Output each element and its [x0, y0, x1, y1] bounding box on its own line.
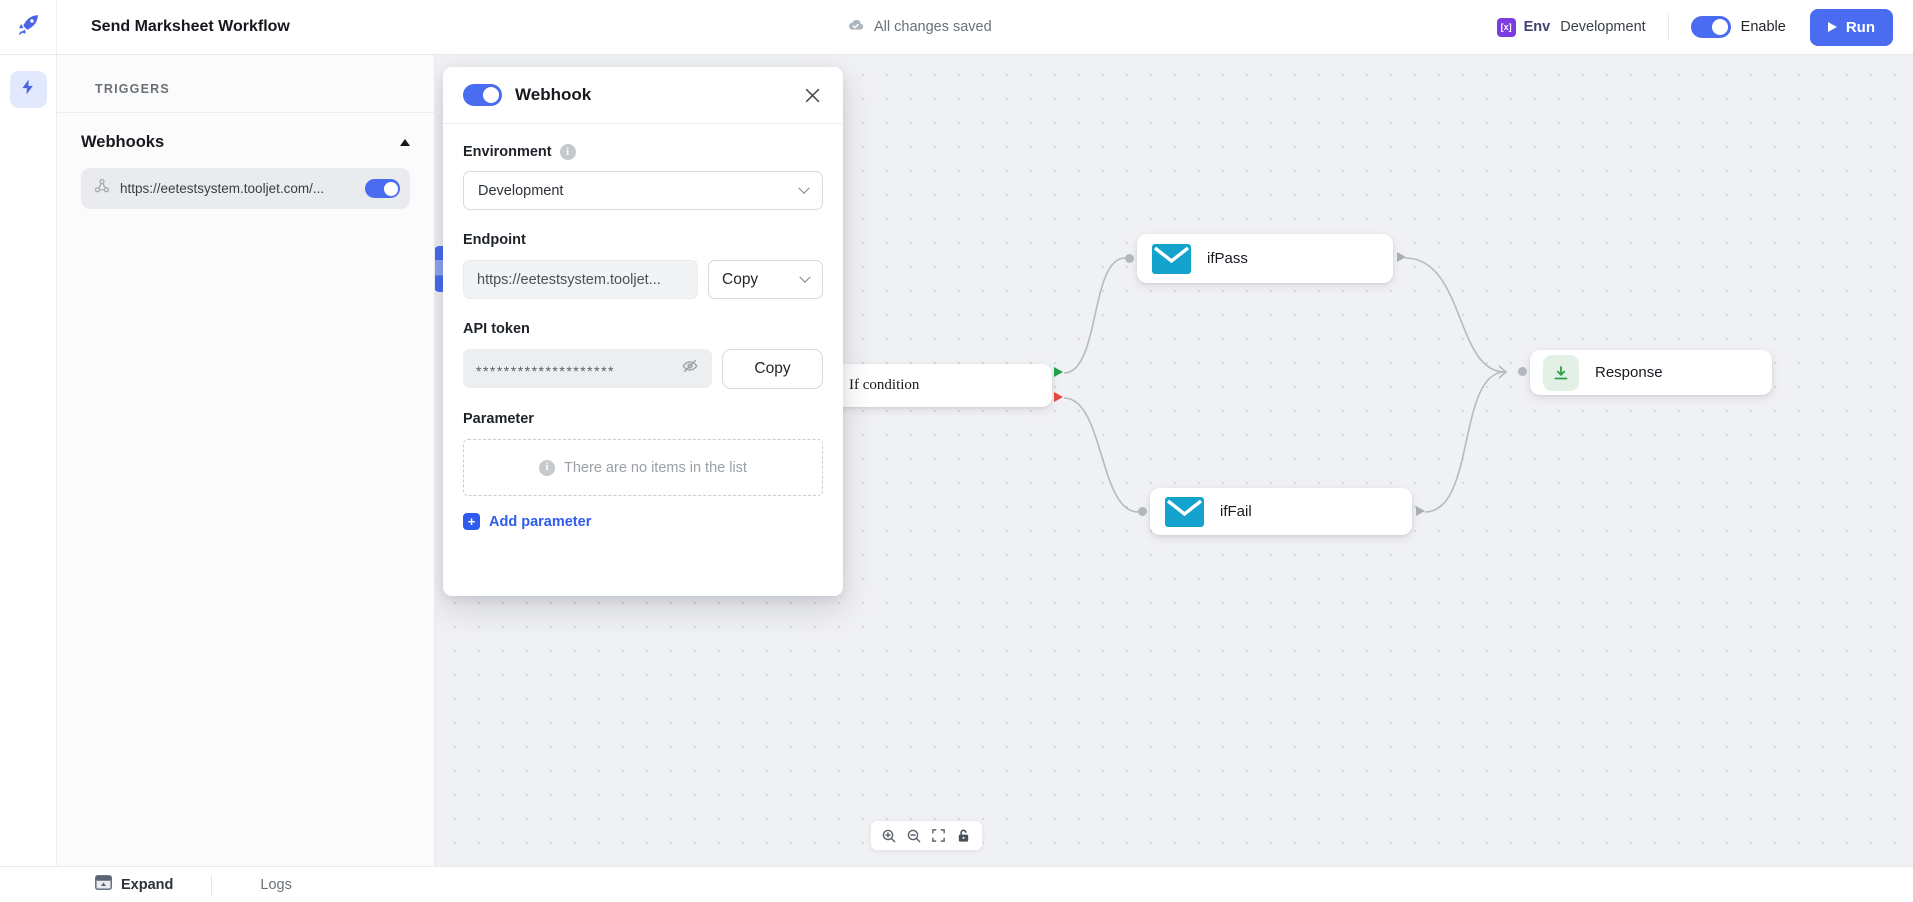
rocket-icon: [14, 11, 42, 44]
email-icon: [1165, 496, 1204, 527]
parameter-empty-text: There are no items in the list: [564, 459, 747, 476]
triggers-panel: TRIGGERS Webhooks https://eetestsystem.t…: [57, 55, 435, 866]
webhooks-group-title: Webhooks: [81, 133, 165, 151]
node-response[interactable]: Response: [1530, 350, 1772, 395]
node-label: ifFail: [1220, 503, 1252, 520]
lightning-icon: [19, 78, 37, 101]
env-value: Development: [1560, 19, 1646, 35]
lock-button[interactable]: [953, 825, 975, 847]
endpoint-copy-button[interactable]: Copy: [708, 260, 823, 299]
cloud-check-icon: [846, 16, 865, 39]
play-icon: [1827, 22, 1837, 32]
canvas-controls: [870, 820, 983, 851]
save-status-text: All changes saved: [874, 19, 992, 35]
api-token-masked-value: ********************: [476, 363, 615, 379]
app-logo[interactable]: [0, 0, 57, 54]
chevron-down-icon: [799, 271, 811, 283]
modal-title: Webhook: [515, 85, 592, 104]
if-true-handle[interactable]: [1054, 367, 1063, 377]
env-icon: [x]: [1496, 17, 1516, 37]
close-icon[interactable]: [801, 84, 823, 106]
webhooks-group-header[interactable]: Webhooks: [81, 133, 410, 152]
webhook-toggle[interactable]: [463, 84, 502, 106]
bottom-bar: Expand Logs: [0, 866, 1913, 902]
add-parameter-button[interactable]: + Add parameter: [463, 513, 823, 530]
topbar-actions: [x] Env Development Enable Run: [1496, 0, 1893, 54]
divider: [211, 874, 213, 895]
zoom-in-button[interactable]: [878, 825, 900, 847]
save-status: All changes saved: [846, 0, 992, 54]
node-ifpass[interactable]: ifPass: [1137, 234, 1393, 283]
api-token-input[interactable]: ********************: [463, 349, 712, 388]
env-label: Env: [1523, 19, 1551, 35]
node-label: ifPass: [1207, 250, 1248, 267]
info-icon: i: [539, 459, 556, 476]
node-iffail[interactable]: ifFail: [1150, 488, 1412, 535]
iffail-output-handle[interactable]: [1416, 506, 1425, 516]
parameter-label: Parameter: [463, 411, 534, 427]
environment-select[interactable]: Development: [463, 171, 823, 210]
webhook-icon: [93, 177, 111, 200]
modal-body: Environment i Development Endpoint https…: [443, 124, 843, 550]
info-icon: i: [559, 144, 576, 160]
environment-select-value: Development: [478, 182, 564, 199]
node-label: Response: [1595, 364, 1663, 381]
left-icon-rail: [0, 55, 57, 866]
expand-button[interactable]: Expand: [95, 874, 173, 895]
panel-header: TRIGGERS: [57, 55, 434, 113]
webhook-config-panel: Webhook Environment i Development Endpoi…: [443, 67, 843, 596]
environment-badge[interactable]: [x] Env Development: [1496, 17, 1646, 37]
collapse-icon[interactable]: [400, 139, 410, 146]
webhook-url: https://eetestsystem.tooljet.com/...: [120, 181, 325, 196]
endpoint-label: Endpoint: [463, 232, 526, 248]
webhooks-group: Webhooks https://eetestsystem.tooljet.co…: [57, 113, 434, 229]
response-icon: [1543, 354, 1579, 391]
eye-off-icon[interactable]: [681, 357, 699, 380]
expand-panel-icon: [95, 874, 112, 895]
panel-header-label: TRIGGERS: [95, 82, 170, 96]
zoom-out-button[interactable]: [903, 825, 925, 847]
ifpass-input-handle[interactable]: [1125, 254, 1134, 263]
environment-label: Environment: [463, 144, 552, 160]
fit-view-button[interactable]: [928, 825, 950, 847]
email-icon: [1152, 243, 1191, 274]
modal-header: Webhook: [443, 67, 843, 124]
plus-icon: +: [463, 513, 480, 530]
node-label: If condition: [849, 377, 920, 393]
if-false-handle[interactable]: [1054, 392, 1063, 402]
chevron-down-icon: [798, 182, 810, 194]
api-token-label: API token: [463, 321, 530, 337]
iffail-input-handle[interactable]: [1138, 507, 1147, 516]
logs-tab[interactable]: Logs: [260, 876, 292, 893]
parameter-empty-state: i There are no items in the list: [463, 439, 823, 496]
api-token-copy-button[interactable]: Copy: [722, 349, 823, 389]
run-button[interactable]: Run: [1809, 8, 1893, 46]
triggers-rail-button[interactable]: [9, 71, 47, 108]
enable-label: Enable: [1740, 19, 1786, 35]
response-input-handle[interactable]: [1518, 367, 1527, 376]
ifpass-output-handle[interactable]: [1397, 252, 1406, 262]
webhook-list-item[interactable]: https://eetestsystem.tooljet.com/...: [81, 168, 410, 209]
endpoint-input[interactable]: https://eetestsystem.tooljet...: [463, 260, 698, 299]
top-bar: Send Marksheet Workflow All changes save…: [0, 0, 1913, 55]
divider: [1667, 14, 1669, 40]
enable-toggle[interactable]: [1690, 16, 1731, 38]
workflow-title: Send Marksheet Workflow: [91, 18, 290, 35]
webhook-enable-toggle[interactable]: [365, 179, 400, 198]
